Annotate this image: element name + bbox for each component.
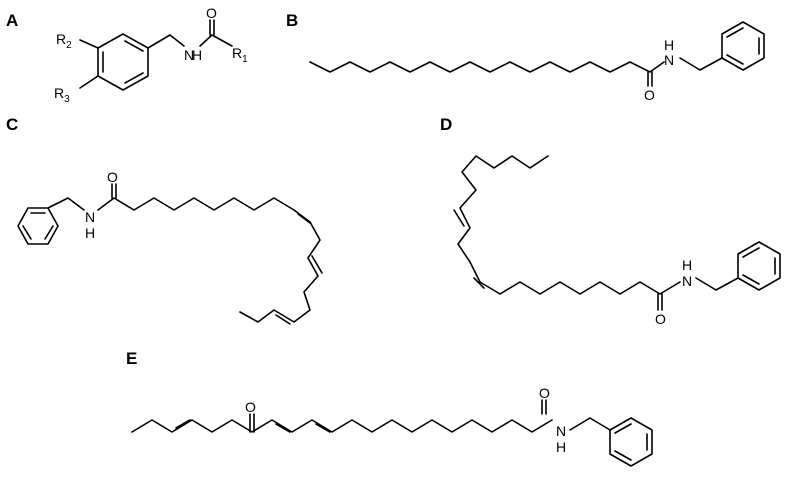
- benzene-ring-d: [737, 241, 781, 291]
- panel-label-b: B: [286, 11, 298, 30]
- oxygen-amide-e: O: [539, 385, 550, 401]
- aromatic-inner-bonds-b: [726, 27, 760, 65]
- panel-label-c: C: [6, 115, 18, 134]
- benzyl-linker-d: [695, 277, 739, 291]
- panel-label-e: E: [126, 349, 137, 368]
- benzene-ring-a: [97, 33, 149, 91]
- nitrogen-b: N: [664, 52, 674, 68]
- panel-c-structure: O N H: [17, 169, 323, 325]
- cis-double-bond-c1: [293, 209, 311, 224]
- oxygen-b: O: [644, 87, 655, 103]
- hydrogen-c: H: [85, 225, 95, 241]
- amide-carbonyl-double-bond-e: [541, 399, 547, 415]
- r2-label: R2: [56, 31, 72, 51]
- panel-b-structure: O H N: [309, 21, 765, 103]
- hydrogen-d: H: [682, 257, 692, 273]
- chain-c-lower: [239, 221, 321, 323]
- trans-double-bond-e1: [175, 419, 191, 429]
- panel-label-a: A: [6, 11, 18, 30]
- r3-letter: R: [54, 85, 64, 101]
- panel-b: B O H N: [286, 11, 765, 103]
- cis-double-bond-d2: [473, 277, 485, 289]
- benzyl-linker-b: [679, 57, 723, 71]
- r1-label: R1: [232, 45, 248, 65]
- r3-bond: [79, 75, 99, 89]
- panel-d: D O H N: [440, 115, 781, 327]
- trans-double-bond-e3: [315, 423, 331, 433]
- aromatic-inner-bonds-c: [22, 212, 54, 240]
- carbonyl-double-bond-a: [209, 19, 215, 36]
- cis-double-bond-d1: [453, 209, 465, 227]
- r3-label: R3: [54, 85, 70, 105]
- benzyl-linker-c: [47, 197, 85, 211]
- chain-e: [131, 419, 553, 433]
- nitrogen-c: N: [85, 209, 95, 225]
- carbonyl-double-bond-c: [111, 183, 117, 199]
- trans-double-bond-e2: [275, 423, 291, 433]
- chain-d-upper: [457, 155, 549, 283]
- panel-c: C O N H: [6, 115, 323, 325]
- panel-d-structure: O H N: [453, 155, 781, 327]
- oxygen-d: O: [655, 311, 666, 327]
- panel-label-d: D: [440, 115, 452, 134]
- r3-subscript: 3: [64, 94, 70, 105]
- nitrogen-a: N: [184, 47, 194, 63]
- r2-bond: [79, 39, 99, 49]
- chain-d-lower: [479, 281, 681, 295]
- nitrogen-e: N: [556, 423, 566, 439]
- ketone-double-bond-e: [249, 413, 255, 433]
- aromatic-inner-bonds-e: [614, 423, 648, 461]
- r1-letter: R: [232, 45, 242, 61]
- panel-e-structure: O O N H: [131, 385, 653, 467]
- panel-a-structure: O N H R1 R2 R3: [54, 5, 248, 105]
- benzyl-amide-chain-a: [147, 34, 233, 49]
- nitrogen-d: N: [682, 273, 692, 289]
- r2-subscript: 2: [66, 40, 72, 51]
- panel-a: A O N H R1 R2 R3: [6, 5, 248, 105]
- benzene-ring-b: [721, 21, 765, 71]
- cis-double-bond-c2: [311, 255, 323, 274]
- hydrogen-a: H: [192, 47, 202, 63]
- benzene-ring-e: [609, 417, 653, 467]
- panel-e: E O O N H: [126, 349, 653, 467]
- aromatic-inner-bonds-a: [102, 40, 144, 84]
- oxygen-ketone-e: O: [245, 399, 256, 415]
- r1-subscript: 1: [242, 54, 248, 65]
- cis-double-bond-c3: [275, 314, 291, 325]
- oxygen-a: O: [206, 5, 217, 21]
- benzyl-linker-e: [569, 417, 611, 431]
- aromatic-inner-bonds-d: [742, 247, 776, 285]
- carbonyl-double-bond-d: [657, 293, 663, 311]
- hydrogen-e: H: [556, 439, 566, 455]
- amide-chain-c: [97, 197, 295, 211]
- r2-letter: R: [56, 31, 66, 47]
- oxygen-c: O: [107, 169, 118, 185]
- hydrogen-b: H: [664, 37, 674, 53]
- carbonyl-double-bond-b: [647, 71, 653, 87]
- saturated-chain-b: [309, 61, 665, 73]
